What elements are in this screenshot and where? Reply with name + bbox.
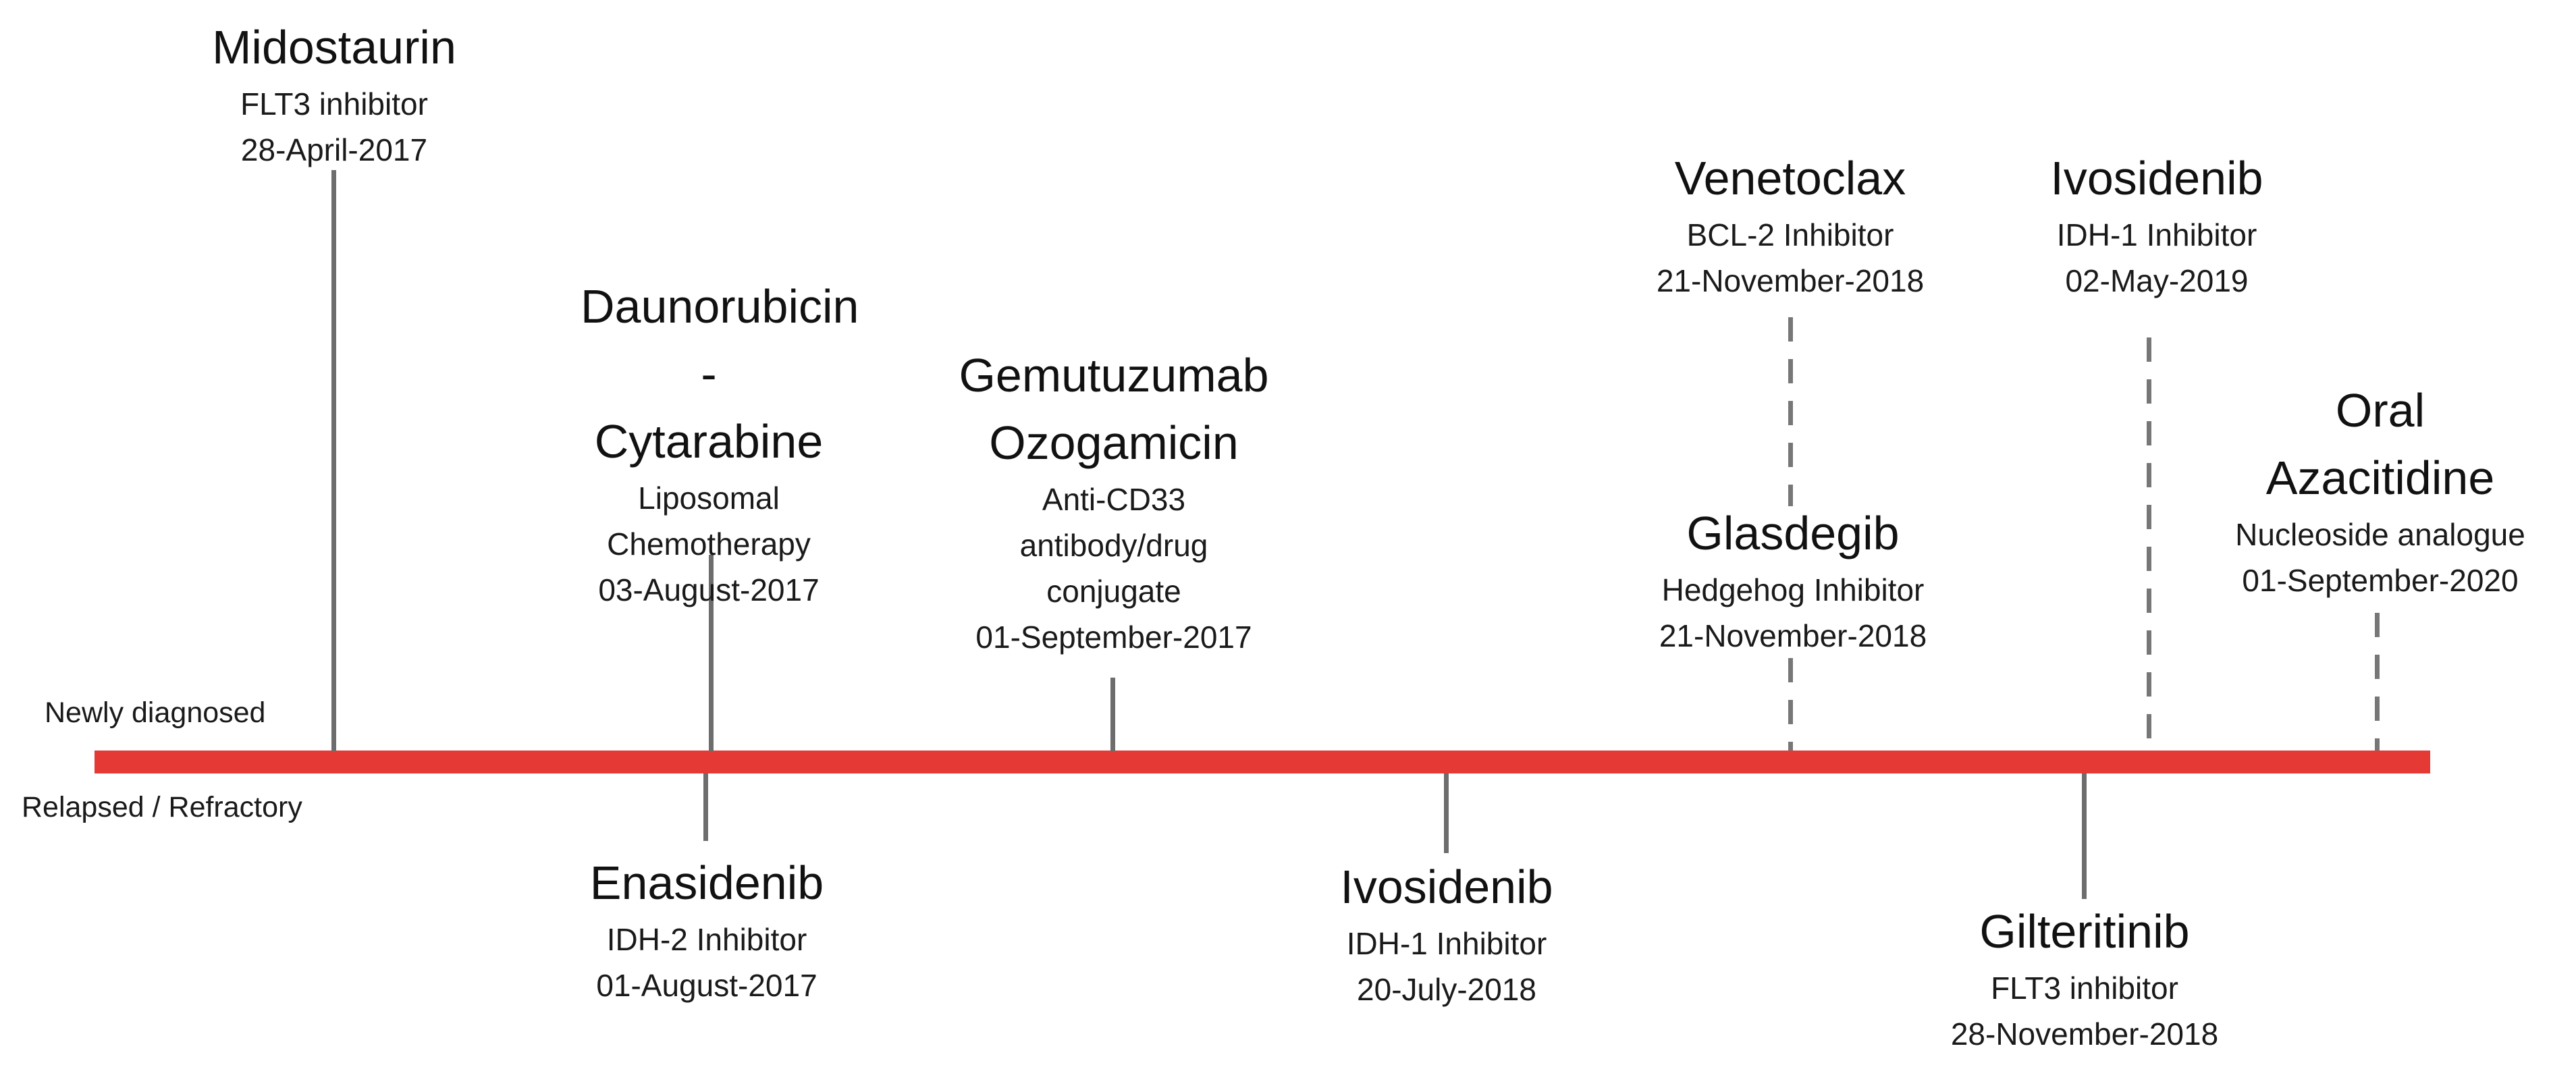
timeline-axis: [95, 751, 2430, 773]
event-daunorubicin-cytarabine: Daunorubicin - Cytarabine Liposomal Chem…: [500, 273, 918, 613]
event-ivosidenib-nd: Ivosidenib IDH-1 Inhibitor 02-May-2019: [1921, 144, 2393, 304]
newly-diagnosed-label: Newly diagnosed: [45, 697, 266, 729]
daunorubicin-cytarabine-connector: [709, 555, 714, 752]
approval-date: 01-September-2020: [2242, 563, 2519, 598]
oral-azacitidine-connector: [2375, 613, 2380, 751]
drug-class: BCL-2 Inhibitor: [1686, 217, 1894, 252]
ivosidenib-nd-connector: [2147, 337, 2151, 751]
drug-name: Ivosidenib: [1340, 861, 1553, 913]
drug-class: IDH-1 Inhibitor: [2056, 217, 2257, 252]
event-glasdegib: Glasdegib Hedgehog Inhibitor 21-November…: [1584, 499, 2002, 659]
approval-date: 21-November-2018: [1659, 618, 1927, 653]
approval-date: 01-September-2017: [975, 620, 1252, 655]
drug-name: Daunorubicin - Cytarabine: [581, 280, 859, 468]
event-gilteritinib: Gilteritinib FLT3 inhibitor 28-November-…: [1875, 898, 2294, 1057]
relapsed-refractory-label: Relapsed / Refractory: [22, 791, 302, 823]
drug-class: Anti-CD33 antibody/drug conjugate: [1019, 482, 1208, 609]
drug-class: Hedgehog Inhibitor: [1661, 572, 1925, 607]
venetoclax-connector: [1788, 317, 1793, 506]
drug-name: Enasidenib: [589, 856, 824, 909]
drug-class: IDH-2 Inhibitor: [606, 922, 807, 957]
approval-date: 02-May-2019: [2065, 263, 2249, 298]
event-midostaurin: Midostaurin FLT3 inhibitor 28-April-2017: [125, 13, 543, 173]
glasdegib-connector: [1788, 658, 1793, 751]
approval-date: 21-November-2018: [1656, 263, 1925, 298]
approval-date: 28-November-2018: [1950, 1016, 2219, 1052]
event-oral-azacitidine: Oral Azacitidine Nucleoside analogue 01-…: [2178, 377, 2576, 603]
midostaurin-connector: [331, 170, 336, 752]
drug-class: FLT3 inhibitor: [1991, 971, 2178, 1006]
drug-name: Ivosidenib: [2050, 152, 2263, 205]
ivosidenib-rr-connector: [1444, 773, 1449, 853]
approval-date: 20-July-2018: [1357, 972, 1536, 1007]
event-venetoclax: Venetoclax BCL-2 Inhibitor 21-November-2…: [1581, 144, 2000, 304]
drug-name: Midostaurin: [212, 21, 456, 74]
event-enasidenib: Enasidenib IDH-2 Inhibitor 01-August-201…: [498, 849, 916, 1008]
drug-class: Liposomal Chemotherapy: [607, 481, 811, 562]
drug-name: Gemutuzumab Ozogamicin: [959, 349, 1269, 469]
drug-class: FLT3 inhibitor: [240, 86, 428, 121]
event-ivosidenib-rr: Ivosidenib IDH-1 Inhibitor 20-July-2018: [1237, 853, 1656, 1012]
approval-date: 03-August-2017: [598, 572, 820, 607]
drug-class: IDH-1 Inhibitor: [1346, 926, 1547, 961]
gemtuzumab-connector: [1110, 678, 1115, 752]
drug-name: Glasdegib: [1686, 507, 1900, 560]
enasidenib-connector: [703, 773, 708, 841]
approval-date: 01-August-2017: [596, 968, 817, 1003]
gilteritinib-connector: [2082, 773, 2087, 899]
drug-class: Nucleoside analogue: [2235, 517, 2525, 552]
approval-date: 28-April-2017: [240, 132, 428, 167]
drug-name: Gilteritinib: [1979, 905, 2190, 958]
drug-name: Oral Azacitidine: [2265, 384, 2495, 504]
drug-name: Venetoclax: [1674, 152, 1906, 205]
event-gemtuzumab: Gemutuzumab Ozogamicin Anti-CD33 antibod…: [905, 342, 1323, 660]
